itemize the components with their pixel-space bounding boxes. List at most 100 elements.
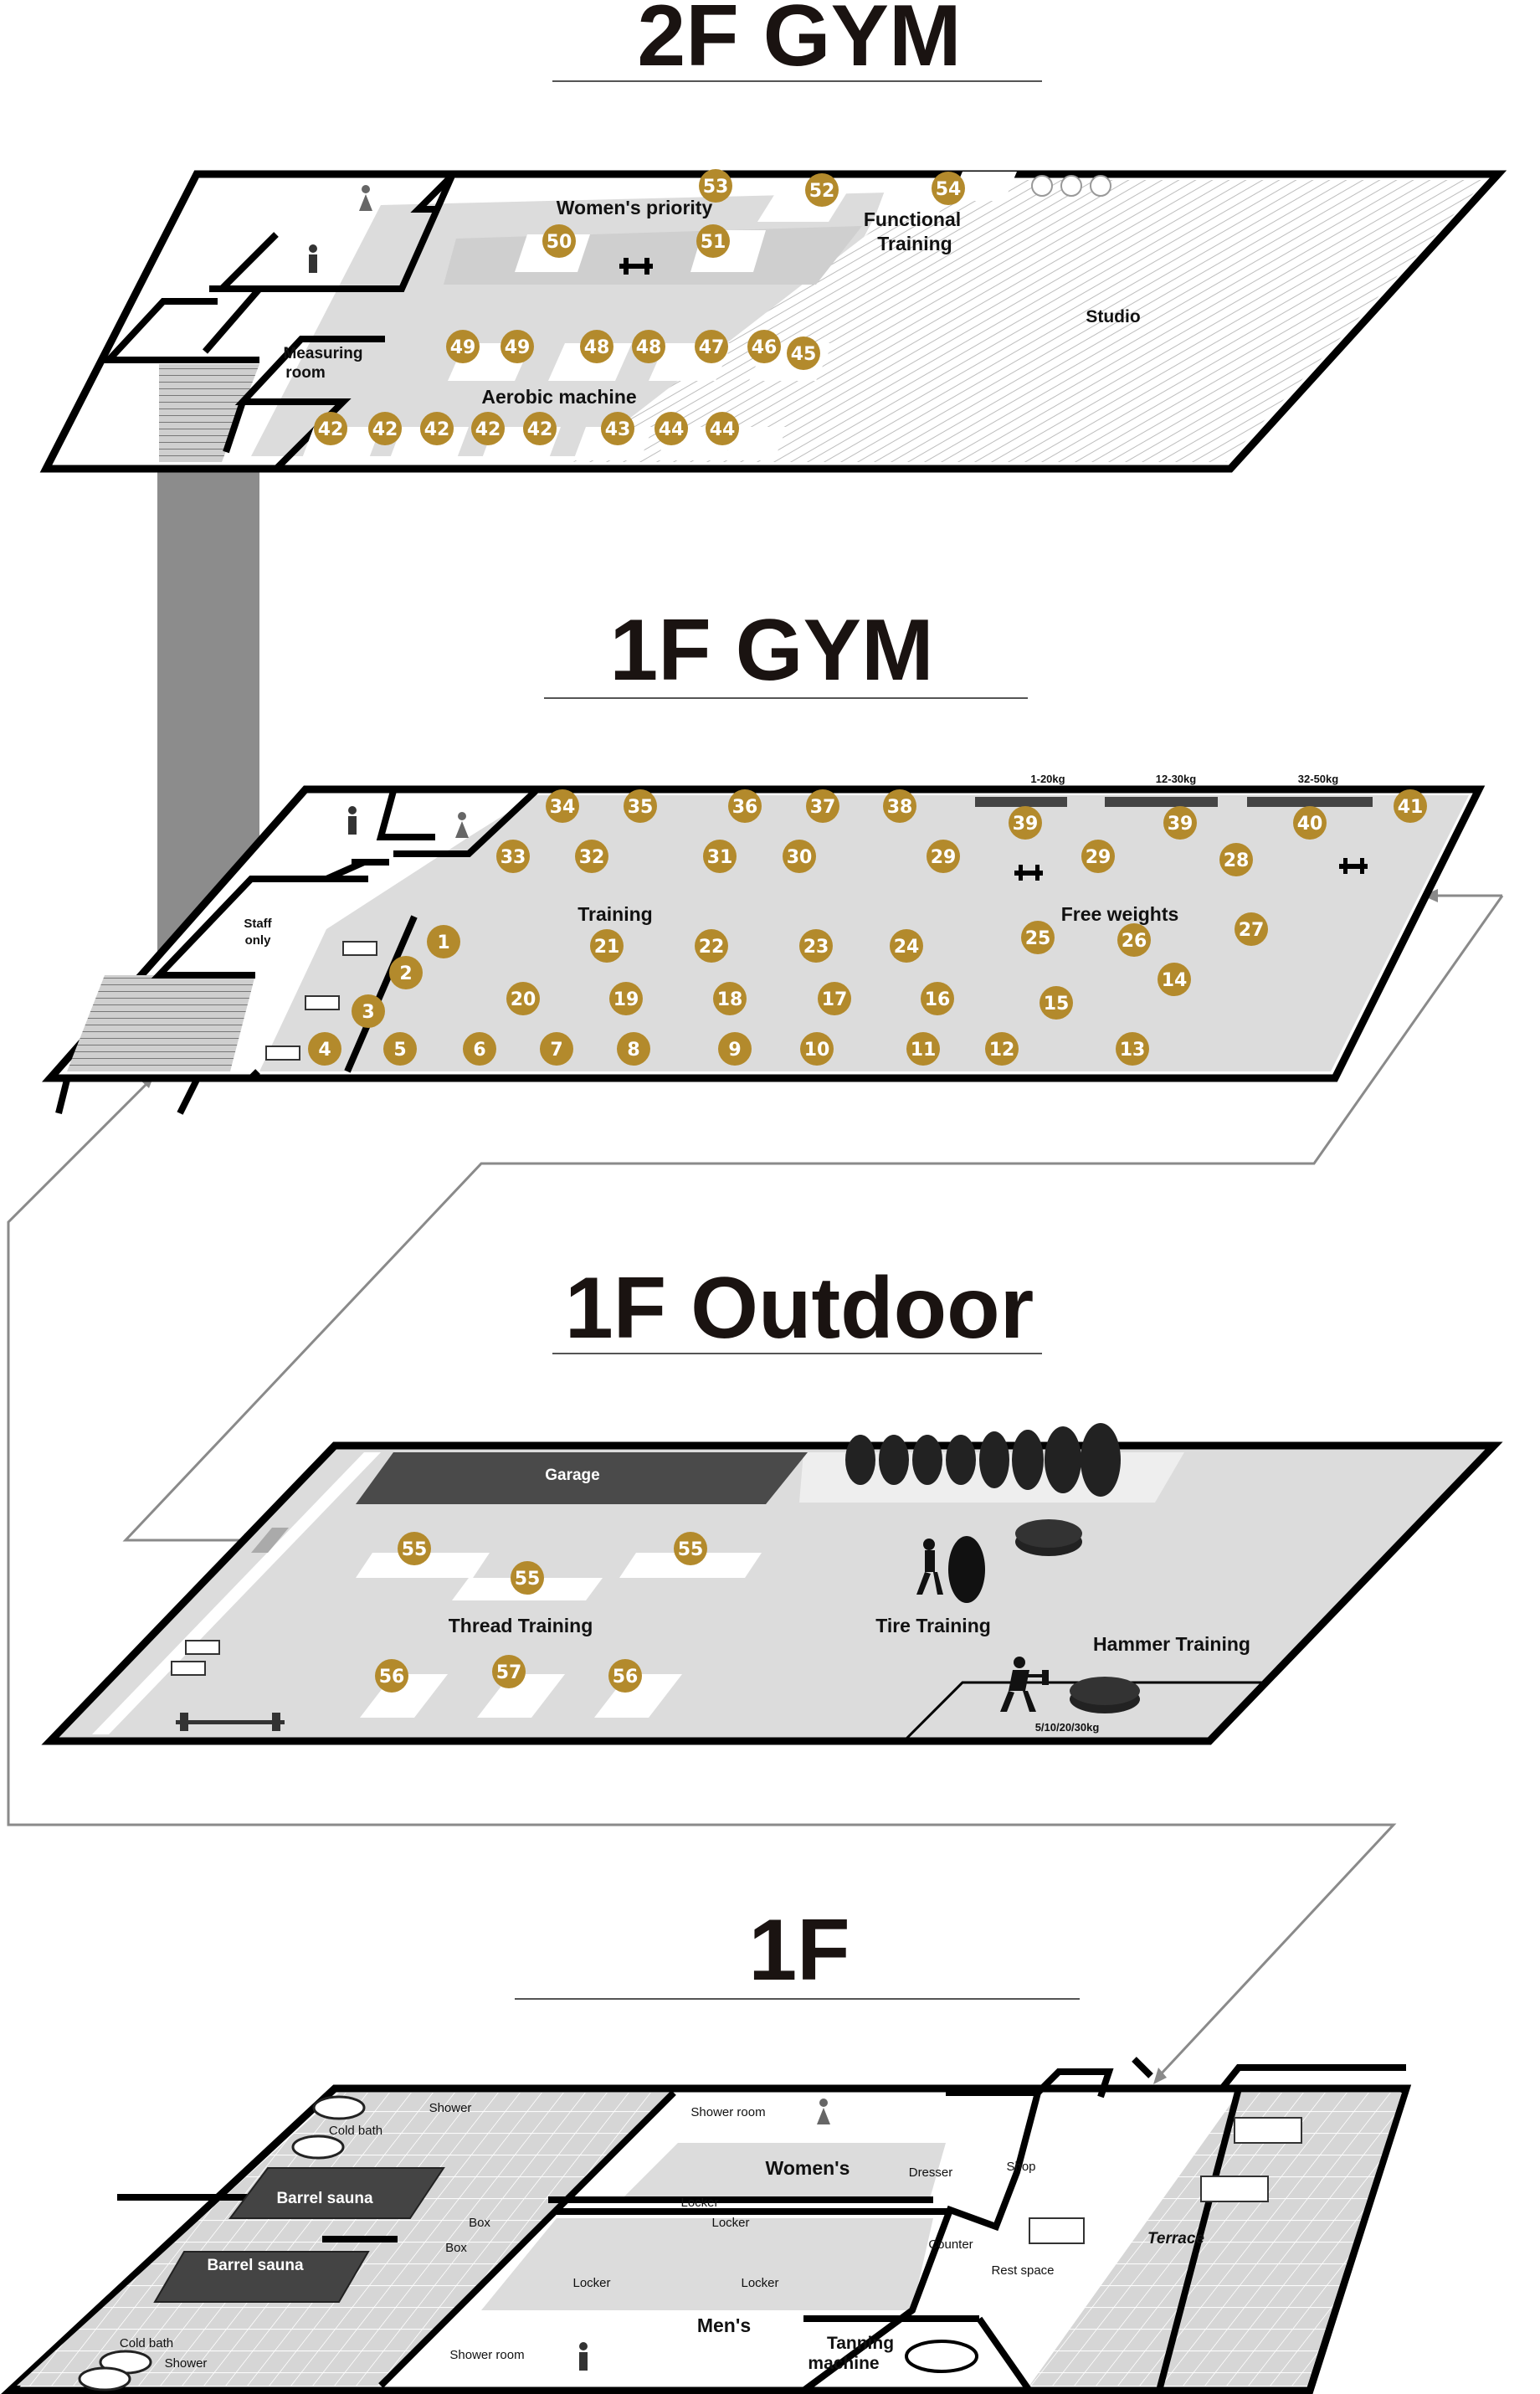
badge-number: 42 [475, 419, 501, 440]
badge-circle [818, 982, 851, 1015]
equipment-number-badge: 56 [608, 1659, 642, 1693]
badge-circle [383, 1032, 417, 1066]
functional-label: Functional [864, 208, 961, 230]
badge-circle [506, 982, 540, 1015]
badge-number: 42 [424, 419, 450, 440]
badge-number: 5 [393, 1040, 406, 1061]
badge-circle [932, 172, 965, 205]
badge-number: 6 [473, 1040, 485, 1061]
barrel-sauna-label: Barrel sauna [276, 2190, 373, 2207]
dresser-label: Dresser [909, 2165, 953, 2180]
tire-icon [1070, 1677, 1140, 1713]
equipment-number-badge: 29 [1081, 840, 1115, 873]
staff-only-label: Staff [244, 917, 272, 931]
badge-number: 38 [887, 797, 913, 818]
badge-number: 2 [399, 963, 412, 984]
badge-circle [463, 1032, 496, 1066]
locker-label: Locker [572, 2276, 610, 2290]
dumbbell-racks [975, 797, 1373, 807]
labels-outdoor: Garage Thread Training Tire Training Ham… [449, 1467, 1250, 1734]
badge-circle [927, 840, 960, 873]
badge-circle [1021, 921, 1055, 954]
hammer-weights-label: 5/10/20/30kg [1035, 1721, 1100, 1734]
equipment-number-badge: 42 [420, 412, 454, 445]
equipment-number-badge: 21 [590, 929, 624, 963]
equipment-number-badge: 10 [800, 1032, 834, 1066]
staircase [159, 364, 259, 462]
equipment-number-badge: 55 [674, 1532, 707, 1565]
badge-number: 42 [527, 419, 553, 440]
equipment-number-badge: 42 [314, 412, 347, 445]
badge-circle [906, 1032, 940, 1066]
tanning-machine [905, 2340, 978, 2373]
badge-circle [674, 1532, 707, 1565]
floor-1f-gym: 1F GYM [42, 602, 1486, 1115]
terrace-label: Terrace [1147, 2230, 1204, 2248]
badge-number: 30 [787, 847, 813, 868]
badge-circle [1040, 986, 1073, 1020]
labels-1f: Shower Cold bath Barrel sauna Box Barrel… [120, 2101, 1205, 2373]
badge-number: 1 [437, 932, 449, 953]
badge-number: 35 [628, 797, 654, 818]
tire-icon [1015, 1519, 1082, 1556]
male-restroom-icon [348, 806, 357, 835]
badge-circle [787, 336, 820, 370]
badge-circle [314, 412, 347, 445]
badge-circle [352, 994, 385, 1028]
floor-1f: 1F [1, 1902, 1412, 2394]
cold-bath-label: Cold bath [329, 2124, 382, 2138]
badge-circle [805, 173, 839, 207]
badge-circle [368, 412, 402, 445]
barrel-sauna [153, 2167, 445, 2303]
badge-circle [540, 1032, 573, 1066]
badge-circle [800, 1032, 834, 1066]
equipment-number-badge: 23 [799, 929, 833, 963]
badge-number: 50 [547, 232, 572, 253]
badge-number: 49 [450, 337, 476, 358]
equipment-number-badge: 4 [308, 1032, 341, 1066]
hammer-training-label: Hammer Training [1093, 1633, 1250, 1655]
badge-circle [608, 1659, 642, 1693]
badge-number: 51 [701, 232, 726, 253]
equipment-number-badge: 26 [1117, 923, 1151, 957]
male-restroom-icon [309, 244, 317, 273]
tire-stack-icon [845, 1423, 1121, 1497]
tanning-machine-label: machine [808, 2354, 879, 2373]
equipment-number-badge: 2 [389, 956, 423, 989]
badge-circle [695, 330, 728, 363]
badge-number: 10 [804, 1040, 830, 1061]
badge-number: 26 [1122, 931, 1147, 952]
badge-number: 47 [699, 337, 725, 358]
barrel-sauna-label: Barrel sauna [207, 2257, 304, 2274]
badge-circle [1158, 963, 1191, 996]
equipment-number-badge: 42 [471, 412, 505, 445]
equipment-number-badge: 44 [654, 412, 688, 445]
badge-number: 46 [752, 337, 778, 358]
badge-number: 23 [803, 937, 829, 958]
badge-number: 44 [659, 419, 685, 440]
badge-number: 44 [710, 419, 736, 440]
equipment-number-badge: 16 [921, 982, 954, 1015]
badge-circle [496, 840, 530, 873]
badge-circle [1116, 1032, 1149, 1066]
badge-circle [624, 789, 657, 823]
womens-area [619, 2143, 946, 2201]
womens-priority-label: Women's priority [557, 197, 713, 218]
equipment-number-badge: 14 [1158, 963, 1191, 996]
garage-label: Garage [545, 1467, 599, 1484]
badge-number: 40 [1297, 814, 1323, 835]
equipment-number-badge: 33 [496, 840, 530, 873]
equipment-number-badge: 39 [1009, 806, 1042, 840]
equipment-number-badge: 48 [632, 330, 665, 363]
equipment-number-badge: 50 [542, 224, 576, 258]
badge-circle [632, 330, 665, 363]
badge-number: 27 [1239, 920, 1265, 941]
route-arrows [7, 894, 1504, 2078]
badge-circle [590, 929, 624, 963]
badge-number: 4 [318, 1040, 331, 1061]
equipment-number-badge: 11 [906, 1032, 940, 1066]
badge-circle [799, 929, 833, 963]
